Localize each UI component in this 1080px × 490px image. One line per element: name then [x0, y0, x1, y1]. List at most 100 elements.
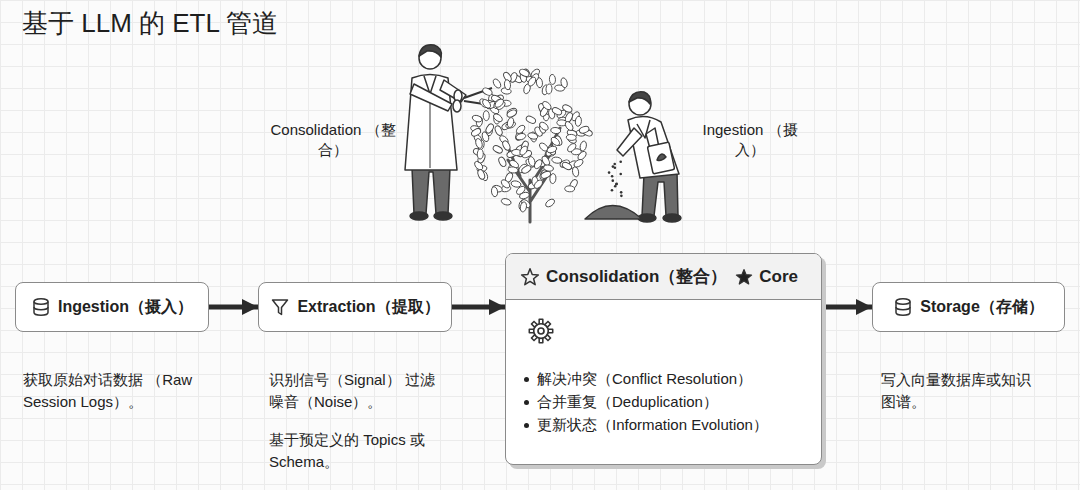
box-heading: Ingestion（摄入）	[58, 297, 193, 318]
leaf	[543, 164, 554, 172]
bullet-text: 解决冲突（Conflict Resolution）	[537, 370, 752, 389]
leaf	[492, 112, 504, 123]
leaf	[538, 121, 549, 132]
leaf	[575, 116, 582, 127]
funnel-icon	[270, 297, 290, 317]
leaf	[527, 76, 538, 88]
bullet-dot	[524, 377, 529, 382]
core-tag: Core	[759, 267, 798, 287]
leaf	[494, 98, 505, 109]
drawing-part	[737, 269, 752, 283]
leaf	[481, 98, 492, 110]
leaf	[578, 125, 589, 134]
leaf	[533, 179, 544, 190]
seed	[611, 189, 614, 192]
seed	[620, 195, 623, 198]
drawing-part	[434, 212, 452, 220]
leaf	[518, 68, 530, 78]
box-heading: Storage（存储）	[920, 297, 1044, 318]
drawing-part	[410, 212, 428, 220]
leaf	[564, 120, 575, 132]
star-icon	[520, 267, 540, 287]
pruning-scientist	[405, 45, 492, 220]
leaf	[550, 136, 561, 147]
leaf	[560, 77, 568, 88]
leaf	[546, 145, 557, 154]
drawing-part	[657, 154, 666, 160]
leaf	[477, 149, 483, 159]
box-description: 获取原始对话数据 （Raw Session Logs）。	[23, 369, 201, 413]
drawing-part	[273, 300, 288, 315]
leaf	[533, 158, 544, 170]
drawing-part	[34, 299, 48, 305]
drawing-part	[419, 45, 441, 57]
leaf	[525, 115, 537, 125]
drawing-part	[453, 100, 461, 112]
drawing-part	[896, 307, 910, 310]
leaf	[518, 145, 529, 157]
core-header: Consolidation（整合）Core	[506, 254, 821, 300]
leaf	[544, 198, 556, 209]
leaf	[504, 79, 511, 90]
drawing-part	[628, 116, 679, 178]
leaf	[515, 132, 526, 140]
starfill-icon	[735, 268, 753, 286]
drawing-part	[647, 142, 674, 174]
leaf	[484, 123, 494, 135]
leaf	[551, 156, 562, 163]
title: 基于 LLM 的 ETL 管道	[22, 6, 278, 41]
drawing-part	[522, 268, 539, 284]
db-icon	[31, 297, 51, 317]
drawing-part	[534, 324, 549, 339]
drawing-part	[273, 300, 288, 315]
leaf	[519, 201, 527, 212]
drawing-part	[34, 302, 48, 316]
leaf	[506, 109, 518, 119]
bullet-list: 解决冲突（Conflict Resolution） 合并重复（Deduplicat…	[524, 368, 768, 437]
gear-icon	[528, 318, 554, 344]
flow-arrow	[452, 305, 505, 310]
leaf	[561, 161, 573, 171]
stage-box: Extraction（提取）识别信号（Signal） 过滤噪音（Noise）。基…	[258, 282, 452, 332]
box-heading-row: Extraction（提取）	[259, 283, 451, 331]
leaf	[494, 125, 504, 137]
drawing-part	[34, 299, 48, 316]
leaf	[527, 132, 538, 140]
gear	[528, 318, 554, 348]
bullet-dot	[524, 423, 529, 428]
leaf	[500, 178, 511, 189]
illustration-label: Consolidation （整合）	[268, 120, 398, 160]
seed	[608, 171, 611, 174]
leaf	[572, 166, 580, 177]
drawing-part	[412, 168, 450, 214]
leaf	[482, 87, 494, 97]
seed	[614, 167, 617, 170]
drawing-part	[430, 94, 431, 168]
drawing-part	[629, 92, 650, 104]
leaf	[549, 74, 556, 84]
drawing-part	[896, 302, 910, 316]
leaf	[551, 106, 563, 116]
leaf	[477, 169, 486, 181]
leaf	[565, 186, 575, 192]
bullet-text: 更新状态（Information Evolution）	[537, 416, 768, 435]
leaf	[521, 164, 533, 174]
leaf	[470, 127, 482, 137]
drawing-part	[522, 268, 539, 284]
box-description: 基于预定义的 Topics 或 Schema。	[269, 429, 427, 473]
stage-box: Storage（存储）写入向量数据库或知识 图谱。	[872, 282, 1065, 332]
leaf	[501, 197, 512, 206]
seed	[611, 175, 614, 178]
drawing-part	[529, 319, 552, 342]
box-heading-row: Storage（存储）	[873, 283, 1064, 331]
seed	[613, 163, 616, 166]
drawing-part	[663, 214, 681, 222]
seed	[619, 160, 622, 163]
leaf	[492, 144, 504, 154]
leaf	[497, 156, 507, 168]
seeds	[608, 160, 623, 197]
planting-scientist	[585, 92, 681, 222]
bullet-item: 合并重复（Deduplication）	[524, 391, 768, 414]
leaf	[508, 166, 519, 173]
